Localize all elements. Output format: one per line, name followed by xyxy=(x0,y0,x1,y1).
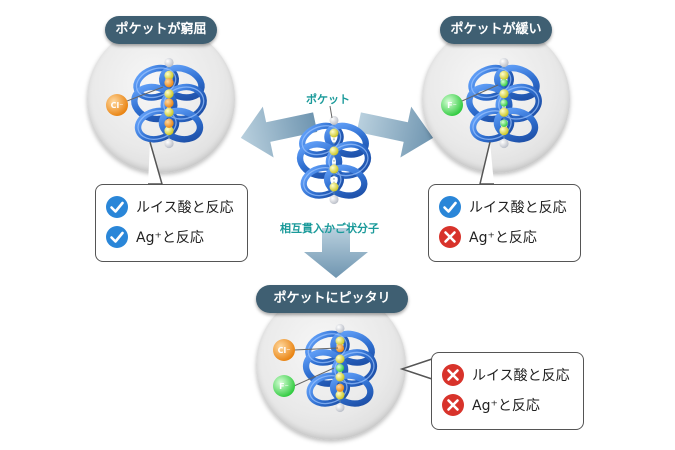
bottom-cage-molecule: Cl⁻ F⁻ xyxy=(273,290,406,440)
svg-text:Cl⁻: Cl⁻ xyxy=(278,346,291,355)
row-label: ルイス酸と反応 xyxy=(136,200,234,216)
title-right: ポケットが緩い xyxy=(440,16,552,44)
row-label: Ag⁺と反応 xyxy=(472,398,540,414)
bottom-info-box: ルイス酸と反応 Ag⁺と反応 xyxy=(431,352,584,430)
bottom-cage-circle xyxy=(256,290,406,440)
chloride-ion-icon: Cl⁻ xyxy=(106,94,128,116)
arrow-left xyxy=(240,106,318,158)
cross-icon xyxy=(439,226,461,248)
svg-text:Cl⁻: Cl⁻ xyxy=(111,101,124,110)
fluoride-ion-icon: F⁻ xyxy=(441,94,463,116)
left-row-lewis: ルイス酸と反応 xyxy=(106,192,237,222)
svg-text:F⁻: F⁻ xyxy=(279,382,289,391)
pocket-label: ポケット xyxy=(306,93,350,106)
fluoride-ion-icon: F⁻ xyxy=(273,375,295,397)
left-callout-pointer xyxy=(148,141,163,185)
row-label: Ag⁺と反応 xyxy=(469,230,537,246)
check-icon xyxy=(106,196,128,218)
right-row-lewis: ルイス酸と反応 xyxy=(439,192,570,222)
bottom-row-lewis: ルイス酸と反応 xyxy=(442,360,573,390)
right-info-box: ルイス酸と反応 Ag⁺と反応 xyxy=(428,184,581,262)
cross-icon xyxy=(442,364,464,386)
cage-molecule-label: 相互貫入かご状分子 xyxy=(280,222,379,235)
check-icon xyxy=(439,196,461,218)
svg-text:F⁻: F⁻ xyxy=(447,101,457,110)
arrow-down xyxy=(304,228,368,278)
left-cage-molecule: Cl⁻ xyxy=(106,25,235,173)
row-label: Ag⁺と反応 xyxy=(136,230,204,246)
title-left: ポケットが窮屈 xyxy=(105,16,217,44)
arrow-right xyxy=(356,106,434,158)
title-bottom: ポケットにピッタリ xyxy=(256,285,408,313)
row-label: ルイス酸と反応 xyxy=(472,368,570,384)
left-row-ag: Ag⁺と反応 xyxy=(106,222,237,252)
left-info-box: ルイス酸と反応 Ag⁺と反応 xyxy=(95,184,248,262)
chloride-ion-icon: Cl⁻ xyxy=(273,339,295,361)
center-cage-molecule xyxy=(282,105,392,220)
right-callout-pointer xyxy=(479,141,494,185)
row-label: ルイス酸と反応 xyxy=(469,200,567,216)
check-icon xyxy=(106,226,128,248)
bottom-callout-pointer xyxy=(399,358,433,380)
right-cage-molecule: F⁻ xyxy=(441,25,570,173)
bottom-row-ag: Ag⁺と反応 xyxy=(442,390,573,420)
cross-icon xyxy=(442,394,464,416)
right-row-ag: Ag⁺と反応 xyxy=(439,222,570,252)
